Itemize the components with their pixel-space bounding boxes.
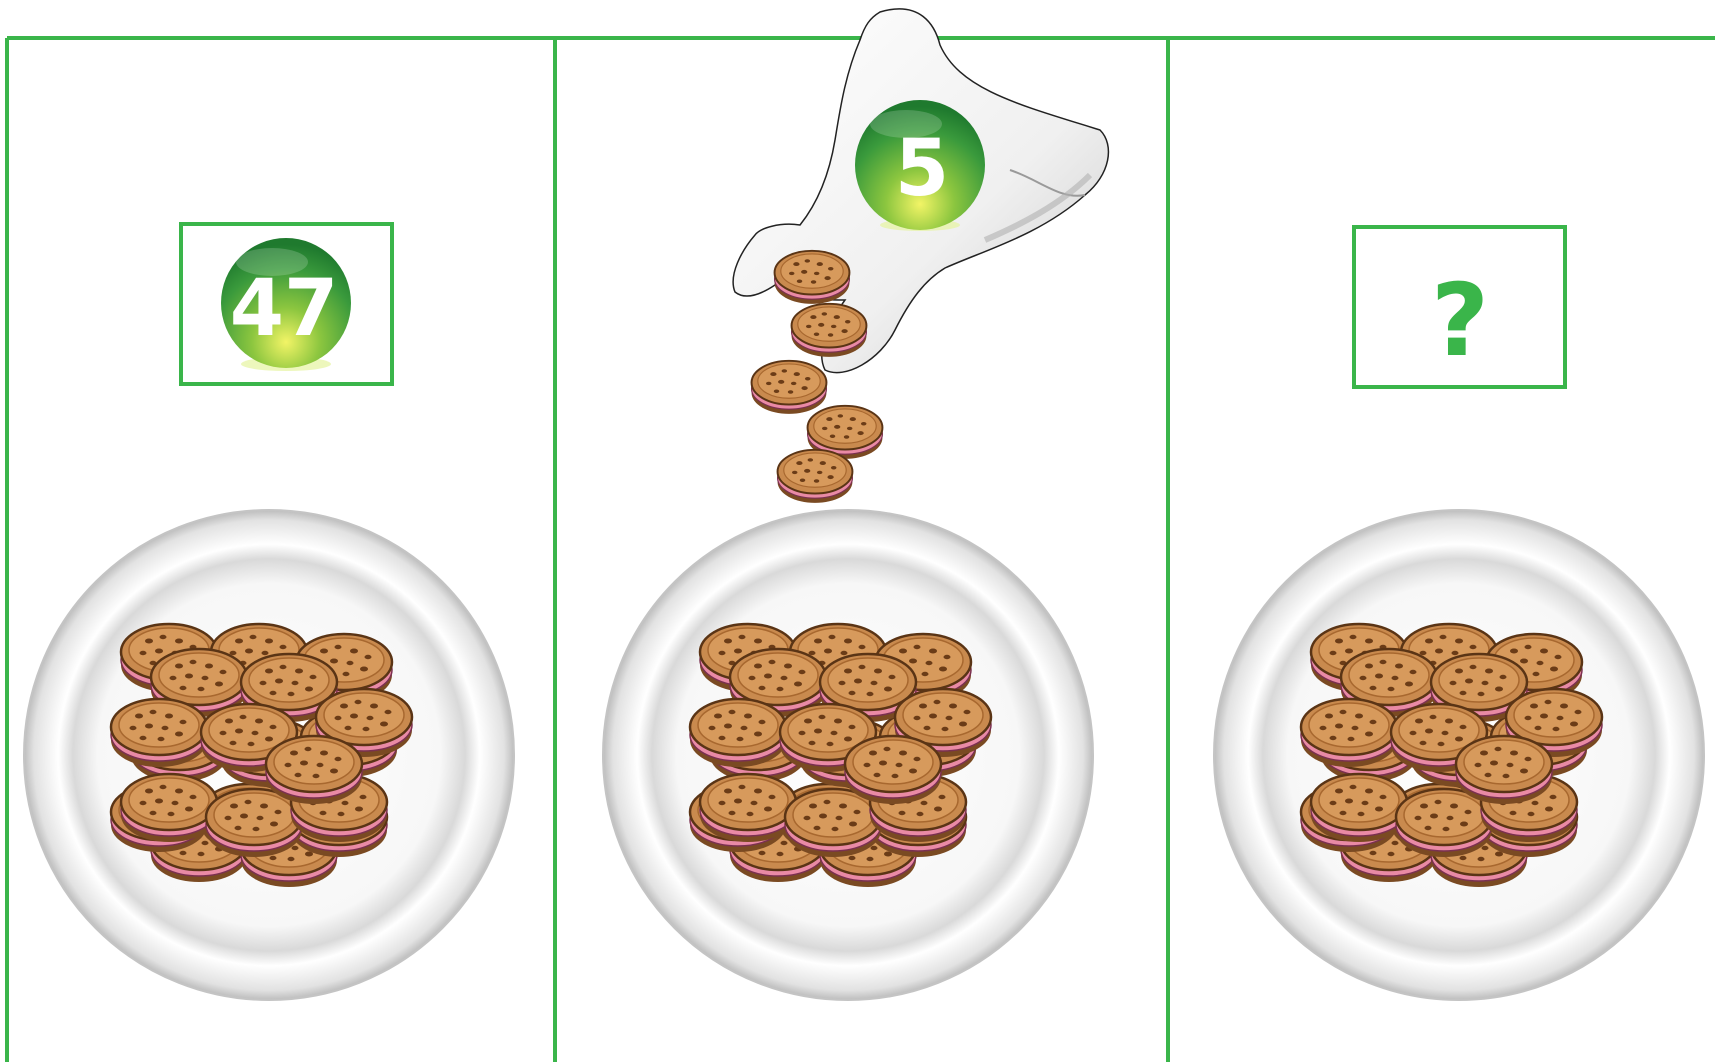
plate-result bbox=[1214, 510, 1704, 1000]
cookie-pile bbox=[690, 624, 991, 887]
cookie-icon bbox=[792, 304, 867, 357]
plate-added bbox=[603, 510, 1093, 1000]
panel-start: 47 bbox=[24, 224, 514, 1000]
cookie-icon bbox=[778, 450, 853, 503]
cookie-pile bbox=[111, 624, 412, 887]
green-number-ball-icon: 5 bbox=[855, 100, 985, 231]
panel-result: ? bbox=[1214, 227, 1704, 1000]
start-value: 47 bbox=[230, 264, 339, 354]
cookie-icon bbox=[752, 361, 827, 414]
cookie-icon bbox=[775, 251, 850, 304]
result-value: ? bbox=[1431, 262, 1489, 379]
added-value: 5 bbox=[895, 124, 949, 214]
green-number-ball-icon: 47 bbox=[221, 238, 351, 371]
plate-start bbox=[24, 510, 514, 1000]
cookie-pile bbox=[1301, 624, 1602, 887]
panel-added: 5 bbox=[603, 9, 1108, 1000]
